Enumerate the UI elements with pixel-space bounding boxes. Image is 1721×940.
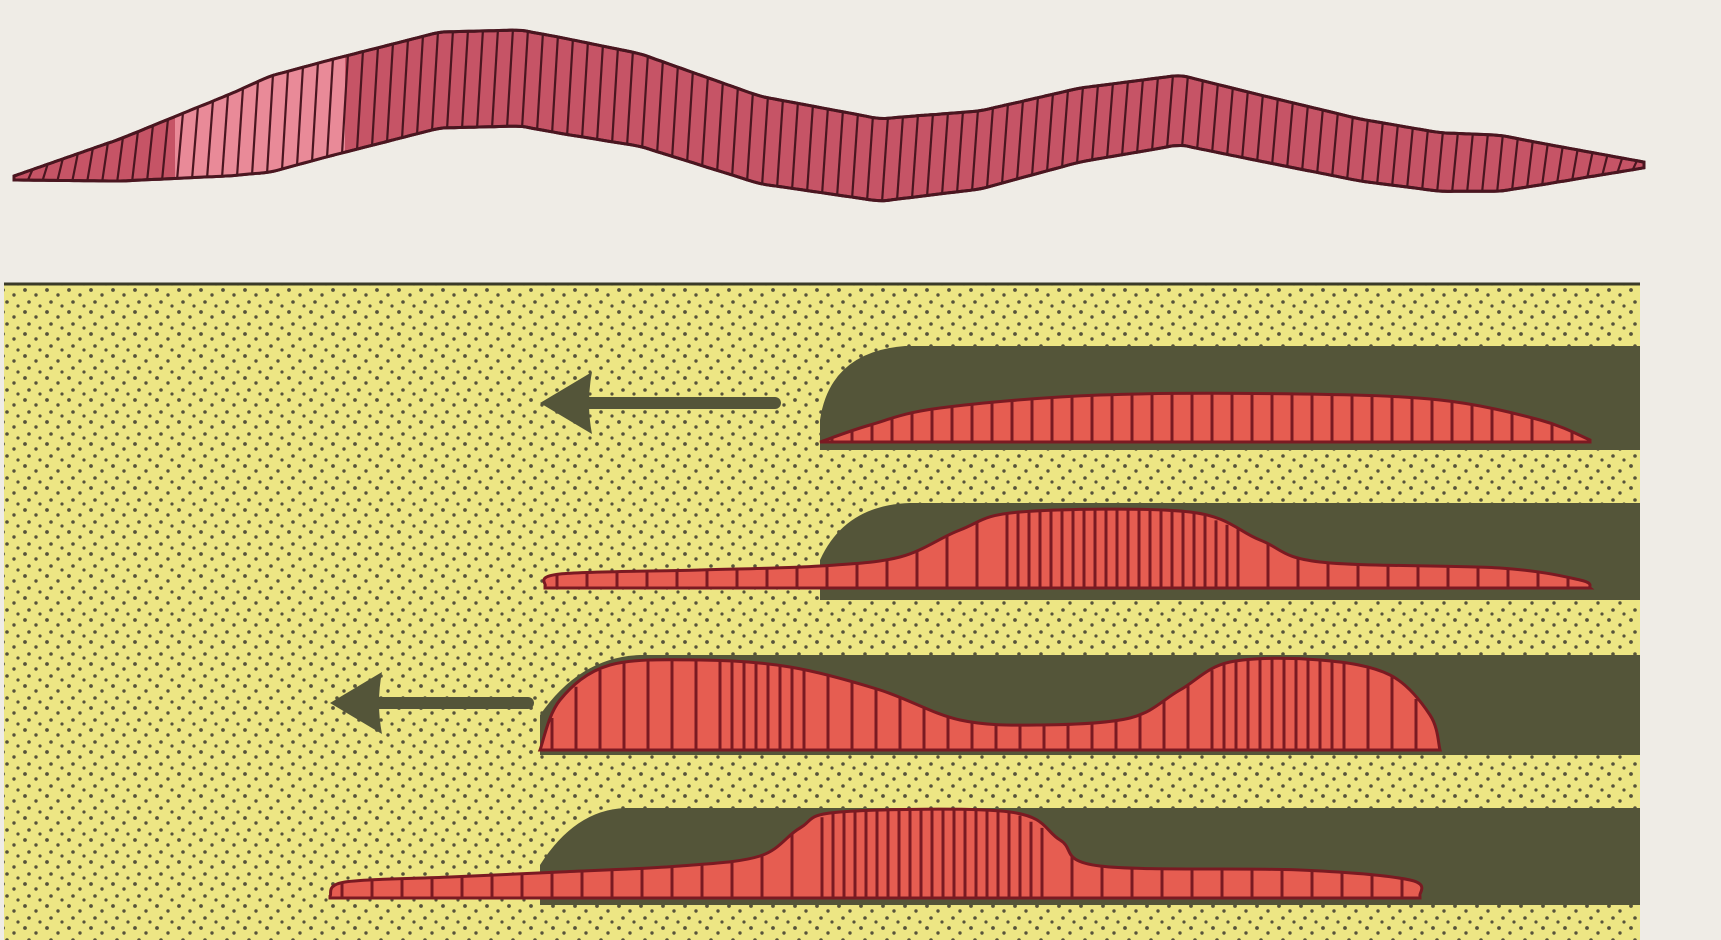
- earthworm-locomotion-diagram: [0, 0, 1721, 940]
